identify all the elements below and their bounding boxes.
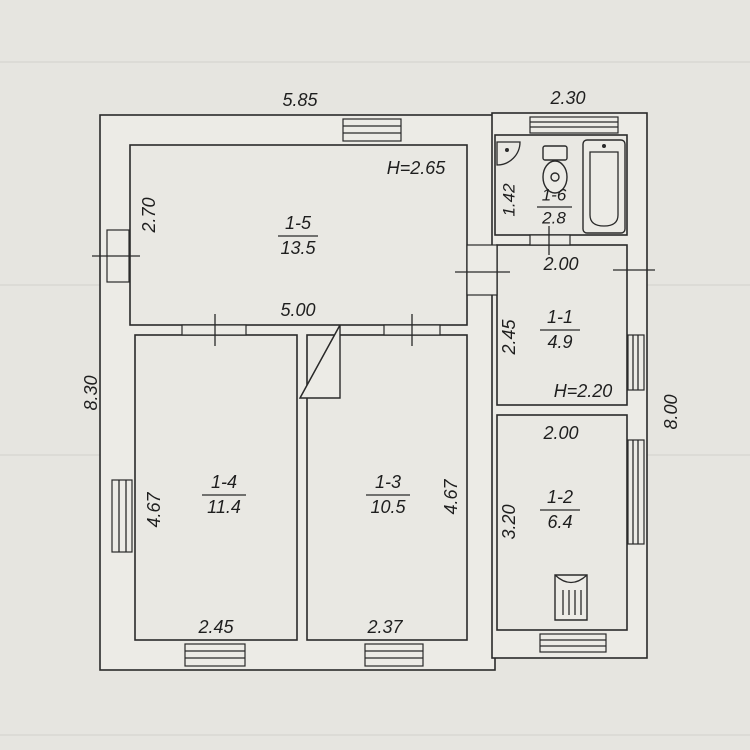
door-1-5-1-1 (455, 244, 510, 296)
window-top-1-5 (342, 118, 402, 142)
dim-top-left: 5.85 (282, 90, 318, 110)
dim-1-3-height: 4.67 (441, 479, 461, 515)
stove-icon (554, 574, 588, 621)
room-1-4 (134, 334, 298, 641)
window-bottom-1-4 (184, 643, 246, 667)
room-1-5-area: 13.5 (280, 238, 316, 258)
dim-1-4-height: 4.67 (144, 492, 164, 528)
room-1-2-area: 6.4 (547, 512, 572, 532)
height-annex: H=2.20 (554, 381, 613, 401)
room-1-1-area: 4.9 (547, 332, 572, 352)
dim-1-5-bottom: 5.00 (280, 300, 315, 320)
door-swing-icon (298, 324, 341, 399)
room-1-6-id: 1-6 (542, 185, 567, 204)
window-right-1-1 (627, 334, 645, 391)
dim-1-6-height: 1.42 (499, 183, 518, 217)
room-1-4-id: 1-4 (211, 472, 237, 492)
room-1-3-id: 1-3 (375, 472, 401, 492)
bathtub-icon (582, 139, 626, 234)
room-1-5-id: 1-5 (285, 213, 312, 233)
dim-right-total: 8.00 (661, 394, 681, 429)
window-bottom-1-3 (364, 643, 424, 667)
toilet-icon (542, 145, 568, 194)
dim-1-3-bottom: 2.37 (366, 617, 403, 637)
dim-1-1-width: 2.00 (542, 254, 578, 274)
door-1-5-1-4 (181, 314, 247, 346)
sink-icon (496, 141, 521, 166)
room-1-5 (129, 144, 468, 326)
room-1-2-id: 1-2 (547, 487, 573, 507)
window-bottom-1-2 (539, 633, 607, 653)
height-main: H=2.65 (387, 158, 447, 178)
door-1-5-1-3 (383, 314, 441, 346)
dim-1-5-left: 2.70 (139, 197, 159, 233)
dim-top-right: 2.30 (549, 88, 585, 108)
window-left-1-4 (111, 479, 133, 553)
dim-1-2-width: 2.00 (542, 423, 578, 443)
room-1-6-area: 2.8 (541, 208, 566, 227)
dim-1-4-bottom: 2.45 (197, 617, 234, 637)
room-1-3-area: 10.5 (370, 497, 406, 517)
room-1-4-area: 11.4 (207, 497, 241, 517)
dim-1-2-height: 3.20 (499, 504, 519, 539)
dim-1-1-height: 2.45 (499, 319, 519, 356)
room-1-1-id: 1-1 (547, 307, 573, 327)
window-top-1-6 (529, 116, 619, 134)
window-right-1-2 (627, 439, 645, 545)
dim-left-total: 8.30 (81, 375, 101, 410)
door-1-6-1-1 (529, 226, 571, 255)
room-1-1 (496, 244, 628, 406)
